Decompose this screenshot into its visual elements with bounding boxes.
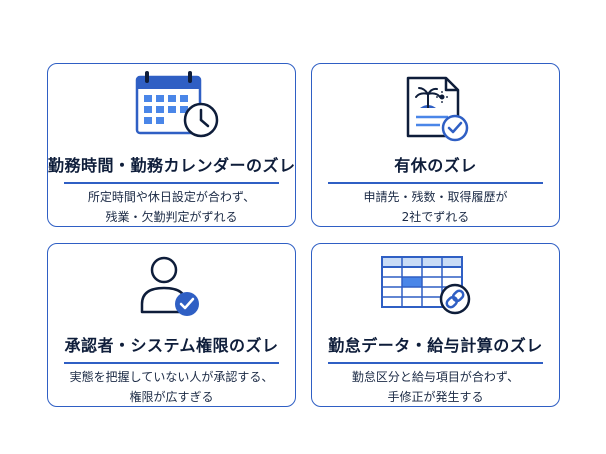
card-payroll: 勤怠データ・給与計算のズレ 勤怠区分と給与項目が合わず、 手修正が発生する — [311, 243, 560, 407]
card-paid-leave: 有休のズレ 申請先・残数・取得履歴が 2社でずれる — [311, 63, 560, 227]
card-description: 勤怠区分と給与項目が合わず、 手修正が発生する — [351, 370, 520, 404]
card-title: 承認者・システム権限のズレ — [64, 336, 279, 355]
user-check-icon — [140, 256, 199, 316]
card-description: 申請先・残数・取得履歴が 2社でずれる — [363, 190, 508, 224]
card-approver: 承認者・システム権限のズレ 実態を把握していない人が承認する、 権限が広すぎる — [47, 243, 296, 407]
calendar-clock-icon — [135, 71, 219, 138]
document-check-icon — [406, 76, 469, 142]
card-title: 勤務時間・勤務カレンダーのズレ — [48, 156, 296, 175]
card-schedule: 勤務時間・勤務カレンダーのズレ 所定時間や休日設定が合わず、 残業・欠勤判定がず… — [47, 63, 296, 227]
card-title: 有休のズレ — [394, 156, 477, 175]
card-title: 勤怠データ・給与計算のズレ — [328, 336, 543, 355]
card-description: 実態を把握していない人が承認する、 権限が広すぎる — [69, 370, 274, 404]
divider — [328, 182, 543, 184]
divider — [64, 182, 279, 184]
divider — [328, 362, 543, 364]
divider — [64, 362, 279, 364]
spreadsheet-link-icon — [381, 256, 471, 315]
card-description: 所定時間や休日設定が合わず、 残業・欠勤判定がずれる — [87, 190, 256, 224]
